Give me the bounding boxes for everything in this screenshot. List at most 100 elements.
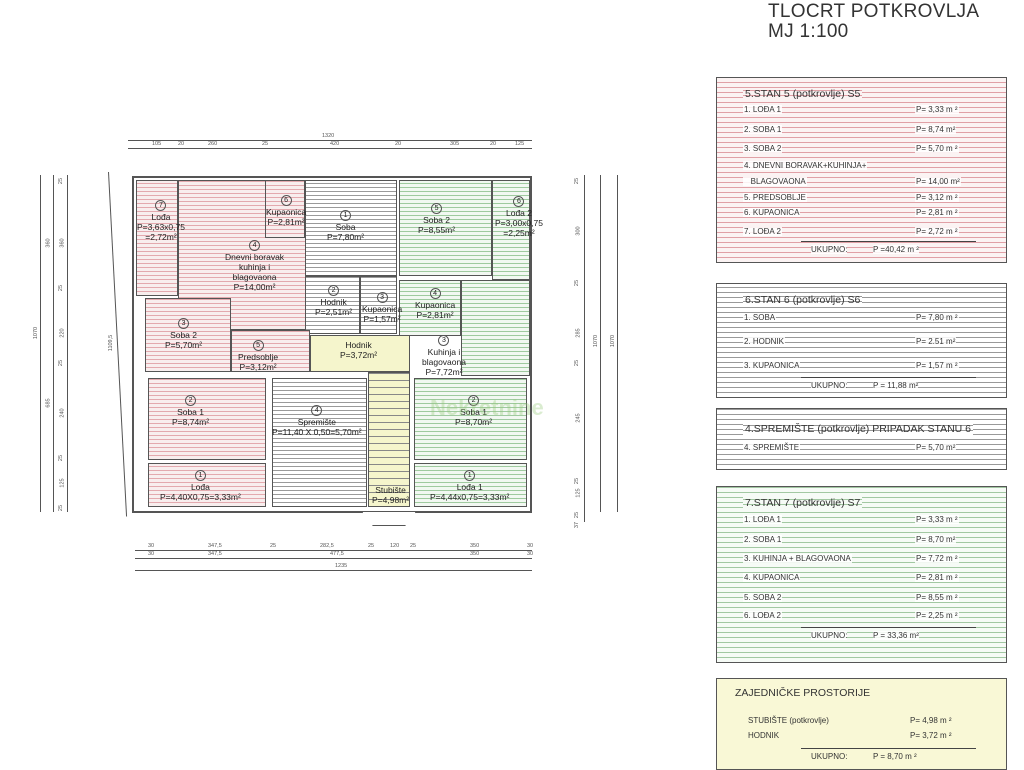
- dimension-label: 25: [270, 543, 277, 549]
- dimension-label: 25: [58, 359, 65, 367]
- dimension-label: 220: [59, 328, 66, 338]
- table-row: 4. DNEVNI BORAVAK+KUHINJA+: [743, 161, 976, 173]
- room-soba-2: [145, 298, 231, 372]
- dimension-label: 1070: [593, 334, 600, 348]
- room-number: 4: [249, 240, 261, 251]
- row-value: P= 14,00 m²: [915, 177, 961, 186]
- room-stubište: [368, 372, 410, 507]
- room-area: P=4,44x0,75=3,33m²: [430, 492, 510, 502]
- dimension-label: 25: [262, 141, 269, 147]
- dimension-label: 420: [330, 141, 340, 147]
- dimension-label: 347,5: [208, 543, 222, 549]
- dimension-label: 30: [148, 551, 155, 557]
- room-lođa: [148, 463, 266, 507]
- room-kupaonica: [265, 180, 305, 238]
- room-name: Spremište: [297, 417, 336, 427]
- room-number: 3: [376, 292, 388, 303]
- room-area: P=3,00x0,75 =2,25m²: [495, 218, 543, 238]
- room-area: P=3,72m²: [340, 350, 378, 360]
- room-number: 3: [178, 318, 190, 329]
- room-name: Soba 1: [177, 407, 205, 417]
- row-value: P= 2,25 m ²: [915, 611, 959, 620]
- room-area: P=11,40 X 0,50=5,70m²: [272, 427, 362, 437]
- dimension-label: 20: [395, 141, 402, 147]
- room-soba-2: [399, 180, 492, 276]
- table-total: UKUPNO:P = 11,88 m²: [801, 377, 976, 390]
- room-hodnik: [305, 276, 360, 334]
- row-value: P= 8,74 m²: [915, 125, 957, 134]
- dimension-label: 260: [208, 141, 218, 147]
- room-name: Kupaonica: [266, 207, 307, 217]
- table-row: STUBIŠTE (potkrovlje) P= 4,98 m ²: [747, 716, 976, 728]
- room-name: Kuhinja i blagovaona: [422, 347, 466, 367]
- entrance-bay: [362, 512, 416, 526]
- room-area: P=2,81m²: [267, 217, 305, 227]
- dimension-line: [600, 175, 601, 512]
- total-value: P =40,42 m ²: [873, 245, 919, 254]
- title-line-1: TLOCRT POTKROVLJA: [768, 1, 980, 22]
- room-area: P=4,98m²: [372, 495, 410, 505]
- room-spremište: [272, 378, 367, 507]
- dimension-label: 25: [58, 454, 65, 462]
- room-soba: [305, 180, 397, 276]
- row-label: 5. SOBA 2: [743, 593, 783, 602]
- total-label: UKUPNO:: [811, 245, 848, 254]
- row-value: P= 1,57 m ²: [915, 361, 959, 370]
- row-value: P= 2,72 m ²: [915, 227, 959, 236]
- dimension-line: [584, 175, 585, 522]
- room-name: Lođa: [190, 482, 210, 492]
- room-lođa: [136, 180, 178, 296]
- row-value: P= 2,81 m ²: [915, 573, 959, 582]
- table-row: 7. LOĐA 2 P= 2,72 m ²: [743, 227, 976, 239]
- row-value: P= 4,98 m ²: [910, 716, 952, 725]
- dimension-label: 282,5: [320, 543, 334, 549]
- dimension-label: 30: [527, 551, 534, 557]
- dimension-label: 240: [59, 408, 66, 418]
- room-area: P=7,72m²: [425, 367, 463, 377]
- row-label: 6. KUPAONICA: [743, 208, 801, 217]
- row-label: 3. KUPAONICA: [743, 361, 801, 370]
- row-label: 3. SOBA 2: [743, 144, 783, 153]
- row-label: 7. LOĐA 2: [743, 227, 782, 236]
- room-number: 6: [513, 196, 525, 207]
- dimension-label: 347,5: [208, 551, 222, 557]
- dimension-label: 360: [45, 238, 52, 248]
- room-number: 5: [252, 340, 264, 351]
- dimension-label: 245: [575, 413, 582, 423]
- room-area: P=14,00m²: [233, 282, 276, 292]
- row-label: STUBIŠTE (potkrovlje): [748, 716, 829, 725]
- room-area: P=3,63x0,75 =2,72m²: [137, 222, 185, 242]
- room-name: Hodnik: [320, 297, 347, 307]
- dimension-label: 25: [410, 543, 417, 549]
- dimension-label: 360: [59, 238, 66, 248]
- room-hodnik: [310, 335, 410, 372]
- dimension-label: 25: [574, 359, 581, 367]
- total-value: P = 33,36 m²: [873, 631, 919, 640]
- row-label: 6. LOĐA 2: [743, 611, 782, 620]
- dimension-line: [128, 140, 532, 141]
- dimension-label: 350: [470, 551, 480, 557]
- table-total: UKUPNO:P = 8,70 m ²: [801, 748, 976, 761]
- room-kuhinja-i: [461, 280, 530, 376]
- dimension-line: [53, 175, 54, 512]
- total-label: UKUPNO:: [811, 631, 848, 640]
- dimension-label: 30: [527, 543, 534, 549]
- row-value: P= 3,33 m ²: [915, 105, 959, 114]
- watermark: Nekretnine: [430, 395, 544, 420]
- room-number: 7: [155, 200, 167, 211]
- room-soba-1: [414, 378, 527, 460]
- total-label: UKUPNO:: [811, 752, 848, 761]
- dimension-label: 120: [390, 543, 400, 549]
- dimension-label: 25: [574, 511, 581, 519]
